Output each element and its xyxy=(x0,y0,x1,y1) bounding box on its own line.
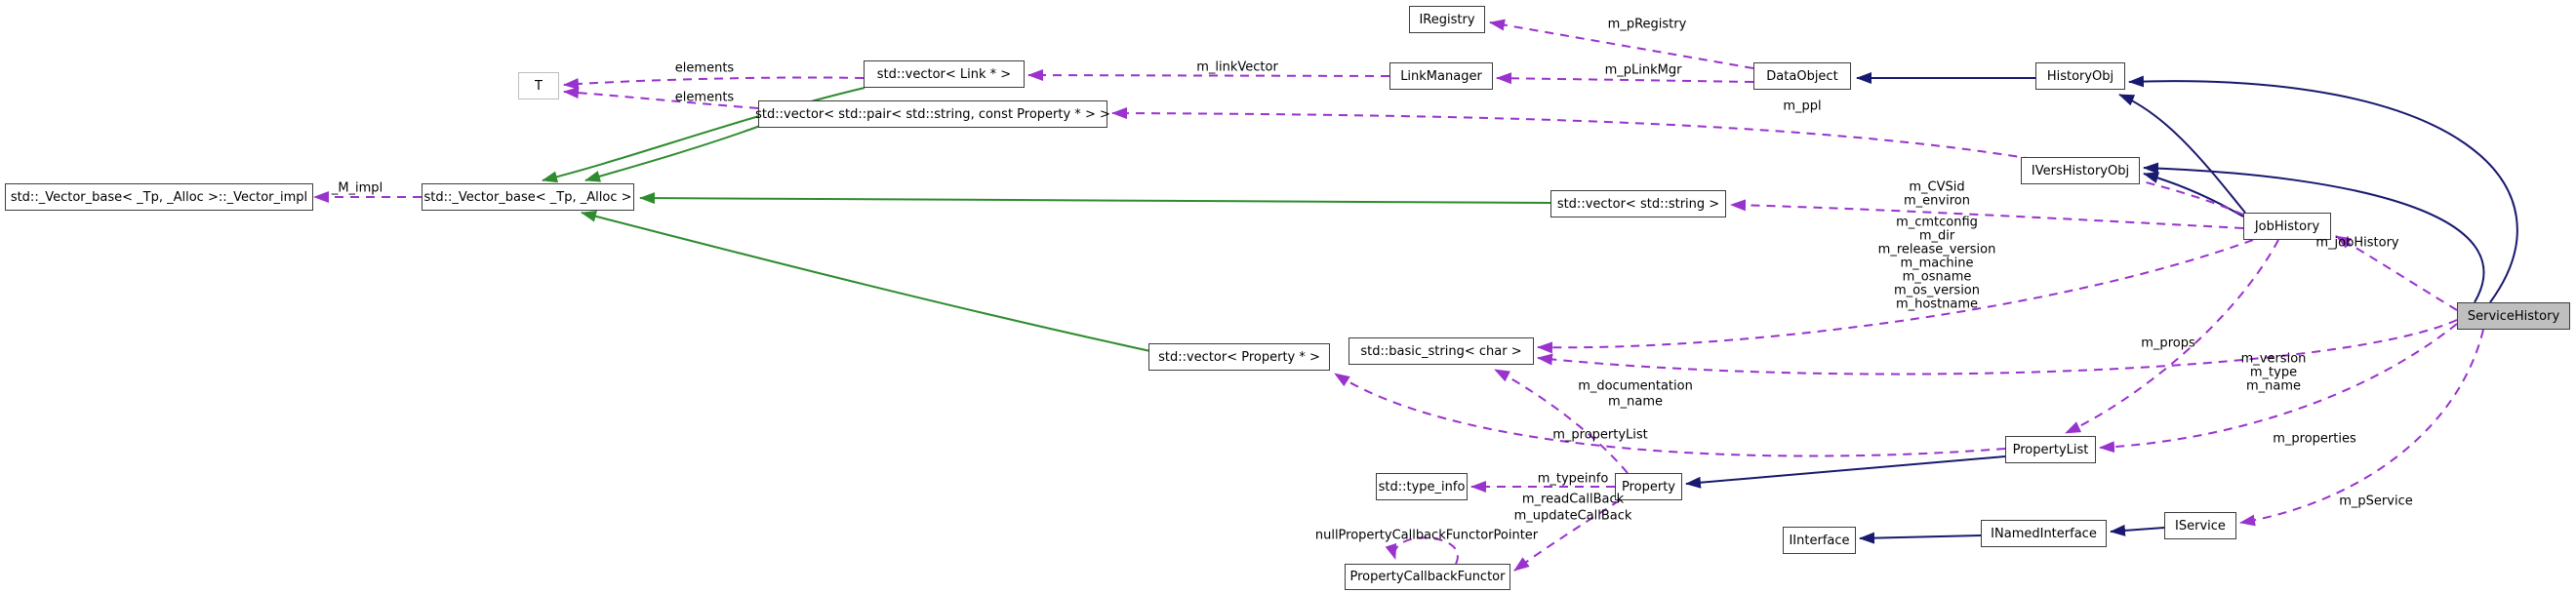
edge-label-m-impl: _M_impl xyxy=(331,180,383,196)
edge-property-callbackfunctor xyxy=(1513,499,1621,572)
edge-jobhistory-historyobj xyxy=(2118,94,2246,214)
edge-label-elements-1: elements xyxy=(674,60,735,76)
edge-label-m-cvsid: m_CVSid xyxy=(1909,179,1965,195)
edge-servicehistory-historyobj xyxy=(2128,75,2518,303)
node-ivershistoryobj[interactable]: IVersHistoryObj xyxy=(2021,157,2140,184)
node-vector-pair[interactable]: std::vector< std::pair< std::string, con… xyxy=(755,100,1110,128)
edge-label-m-machine: m_machine xyxy=(1900,256,1974,271)
edge-linkmanager-vectorlink xyxy=(1027,69,1390,82)
edge-callbackfunctor-self xyxy=(1385,536,1459,565)
node-property[interactable]: Property xyxy=(1615,473,1682,500)
edge-dataobject-linkmanager xyxy=(1496,72,1754,85)
edge-label-m-jobhistory: m_jobHistory xyxy=(2315,235,2399,251)
node-vector-impl[interactable]: std::_Vector_base< _Tp, _Alloc >::_Vecto… xyxy=(5,183,313,211)
edge-label-nullpropertycallbackfunctorpointer: nullPropertyCallbackFunctorPointer xyxy=(1314,528,1539,543)
edge-vectorproperty-vectorbase xyxy=(581,210,1151,352)
edge-label-m-plinkmgr: m_pLinkMgr xyxy=(1604,62,1682,78)
edge-label-m-updatecallback: m_updateCallBack xyxy=(1513,508,1632,524)
edge-vectorlink-vectorbase xyxy=(542,87,865,183)
node-linkmanager[interactable]: LinkManager xyxy=(1389,62,1493,90)
edge-jobhistory-vectorstring xyxy=(1730,199,2244,229)
edge-label-m-ppl: m_ppl xyxy=(1783,99,1822,114)
edge-label-m-pregistry: m_pRegistry xyxy=(1607,17,1687,32)
edge-label-m-type: m_type xyxy=(2249,365,2298,380)
edge-iservice-inamedinterface xyxy=(2110,524,2165,536)
node-propertylist[interactable]: PropertyList xyxy=(2005,436,2096,463)
node-basic-string[interactable]: std::basic_string< char > xyxy=(1348,337,1534,365)
edge-servicehistory-propertylist xyxy=(2099,323,2458,454)
edge-propertylist-vectorproperty xyxy=(1334,373,2006,457)
edge-jobhistory-vectorpair xyxy=(1111,107,2244,216)
edge-label-m-environ: m_environ xyxy=(1904,193,1970,209)
node-historyobj[interactable]: HistoryObj xyxy=(2035,62,2125,90)
edge-label-m-linkvector: m_linkVector xyxy=(1196,59,1278,75)
edge-label-m-properties: m_properties xyxy=(2273,431,2356,447)
edge-label-m-pservice: m_pService xyxy=(2339,494,2413,509)
node-iservice[interactable]: IService xyxy=(2164,512,2236,539)
edge-label-elements-2: elements xyxy=(674,90,735,105)
node-type-info[interactable]: std::type_info xyxy=(1376,473,1468,500)
edge-label-m-dir: m_dir xyxy=(1918,228,1955,244)
edge-label-m-name: m_name xyxy=(2245,378,2302,394)
edge-property-basicstring xyxy=(1494,369,1629,474)
node-dataobject[interactable]: DataObject xyxy=(1753,62,1851,90)
edge-label-m-documentation: m_documentation xyxy=(1578,378,1693,394)
edge-vectorstring-vectorbase xyxy=(639,192,1551,205)
edge-label-m-osname: m_osname xyxy=(1902,269,1972,285)
node-servicehistory: ServiceHistory xyxy=(2457,302,2570,330)
node-vector-property[interactable]: std::vector< Property * > xyxy=(1148,343,1330,371)
edge-label-m-name-2: m_name xyxy=(1607,394,1664,410)
edge-label-m-release-version: m_release_version xyxy=(1877,242,1996,257)
edge-label-m-props: m_props xyxy=(2141,336,2195,351)
edge-label-m-readcallback: m_readCallBack xyxy=(1521,492,1625,507)
node-vector-string[interactable]: std::vector< std::string > xyxy=(1550,190,1726,217)
edge-servicehistory-jobhistory xyxy=(2335,235,2458,311)
node-iregistry[interactable]: IRegistry xyxy=(1409,6,1485,33)
edge-jobhistory-propertylist xyxy=(2065,239,2279,434)
node-vector-base[interactable]: std::_Vector_base< _Tp, _Alloc > xyxy=(422,183,634,211)
edge-propertylist-property xyxy=(1685,455,2006,489)
edge-vectorlink-t xyxy=(563,76,865,90)
node-inamedinterface[interactable]: INamedInterface xyxy=(1981,520,2107,547)
edge-label-m-propertylist: m_propertyList xyxy=(1552,427,1648,443)
edge-label-m-os-version: m_os_version xyxy=(1893,283,1981,298)
edge-servicehistory-ivershistoryobj xyxy=(2143,162,2485,303)
edge-label-m-typeinfo: m_typeinfo xyxy=(1537,471,1609,487)
edge-label-m-cmtconfig: m_cmtconfig xyxy=(1896,215,1978,230)
node-callbackfunctor[interactable]: PropertyCallbackFunctor xyxy=(1345,564,1510,590)
edge-label-m-version: m_version xyxy=(2240,351,2307,367)
edge-vectorpair-t xyxy=(563,87,759,109)
edge-jobhistory-ivershistoryobj xyxy=(2143,172,2244,217)
node-iinterface[interactable]: IInterface xyxy=(1783,527,1856,554)
edge-dataobject-iregistry xyxy=(1489,19,1754,69)
node-jobhistory[interactable]: JobHistory xyxy=(2243,213,2331,240)
node-template-t: T xyxy=(518,72,559,99)
edge-servicehistory-basicstring xyxy=(1537,319,2458,376)
node-vector-link[interactable]: std::vector< Link * > xyxy=(864,60,1025,88)
edge-vectorpair-vectorbase xyxy=(584,125,761,182)
edge-jobhistory-basicstring xyxy=(1537,239,2254,354)
edge-label-m-hostname: m_hostname xyxy=(1895,296,1979,312)
edge-inamedinterface-iinterface xyxy=(1859,532,1982,544)
